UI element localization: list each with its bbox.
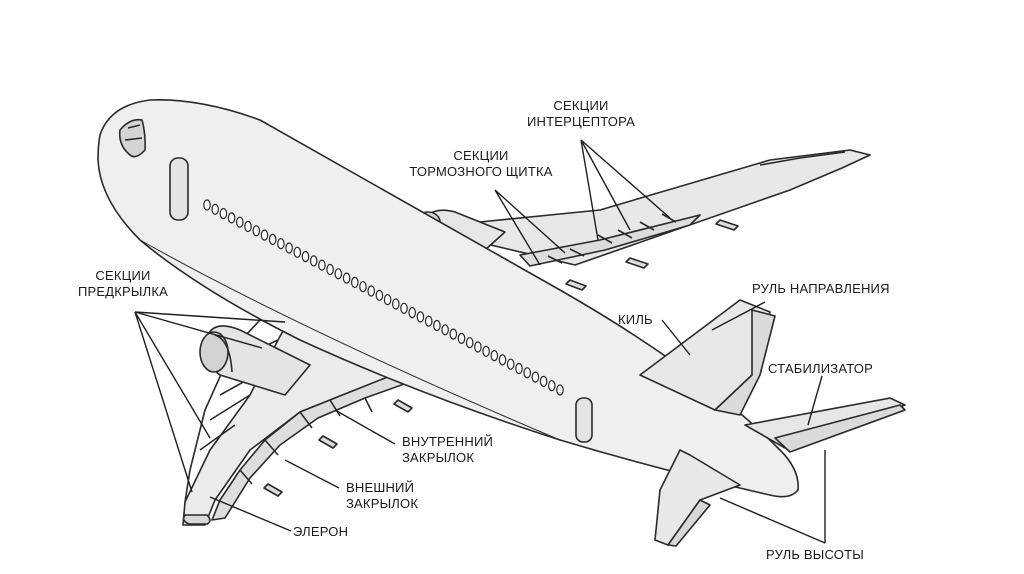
cabin-window [401, 303, 407, 313]
cabin-window [524, 368, 530, 378]
cabin-window [516, 364, 522, 374]
cabin-window [343, 273, 349, 283]
cabin-window [352, 277, 358, 287]
cabin-window [212, 204, 218, 214]
cabin-window [204, 200, 210, 210]
cabin-window [237, 217, 243, 227]
cabin-window [483, 346, 489, 356]
cabin-window [360, 282, 366, 292]
inner-flap-label: ВНУТРЕННИЙ ЗАКРЫЛОК [402, 434, 493, 466]
cabin-window [311, 256, 317, 266]
rudder-label: РУЛЬ НАПРАВЛЕНИЯ [752, 281, 890, 297]
cabin-window [270, 234, 276, 244]
cabin-window [557, 385, 563, 395]
cabin-window [434, 321, 440, 331]
label-line: СЕКЦИИ [64, 268, 182, 284]
cabin-window [467, 338, 473, 348]
label-line: СЕКЦИИ [396, 148, 566, 164]
label-line: ТОРМОЗНОГО ЩИТКА [396, 164, 566, 180]
airbrake-sections-label: СЕКЦИИ ТОРМОЗНОГО ЩИТКА [396, 148, 566, 180]
cabin-window [499, 355, 505, 365]
cabin-window [302, 252, 308, 262]
cabin-window [549, 381, 555, 391]
cabin-window [426, 316, 432, 326]
cabin-window [475, 342, 481, 352]
cabin-window [409, 308, 415, 318]
cabin-window [327, 265, 333, 275]
cabin-window [261, 230, 267, 240]
cabin-window [368, 286, 374, 296]
cabin-window [540, 376, 546, 386]
label-line: ВНЕШНИЙ [346, 480, 418, 496]
label-line: ВНУТРЕННИЙ [402, 434, 493, 450]
stabilizer-label: СТАБИЛИЗАТОР [768, 361, 873, 377]
cabin-window [286, 243, 292, 253]
interceptor-sections-label: СЕКЦИИ ИНТЕРЦЕПТОРА [518, 98, 644, 130]
label-line: ИНТЕРЦЕПТОРА [518, 114, 644, 130]
slat-sections-label: СЕКЦИИ ПРЕДКРЫЛКА [64, 268, 182, 300]
elevator-label: РУЛЬ ВЫСОТЫ [766, 547, 864, 563]
label-line: ЗАКРЫЛОК [402, 450, 493, 466]
cabin-window [532, 372, 538, 382]
cabin-window [253, 226, 259, 236]
cabin-window [417, 312, 423, 322]
cabin-window [278, 239, 284, 249]
cabin-window [508, 359, 514, 369]
cabin-window [335, 269, 341, 279]
cabin-window [228, 213, 234, 223]
cabin-window [491, 351, 497, 361]
aileron-label: ЭЛЕРОН [293, 524, 348, 540]
cabin-window [319, 260, 325, 270]
cabin-window [376, 290, 382, 300]
cabin-window [245, 222, 251, 232]
label-line: СЕКЦИИ [518, 98, 644, 114]
cabin-window [220, 209, 226, 219]
cabin-window [442, 325, 448, 335]
cabin-window [393, 299, 399, 309]
outer-flap-label: ВНЕШНИЙ ЗАКРЫЛОК [346, 480, 418, 512]
fin-label: КИЛЬ [618, 312, 653, 328]
label-line: ПРЕДКРЫЛКА [64, 284, 182, 300]
cabin-window [384, 295, 390, 305]
cabin-window [294, 247, 300, 257]
cabin-window [458, 333, 464, 343]
label-line: ЗАКРЫЛОК [346, 496, 418, 512]
cabin-window [450, 329, 456, 339]
